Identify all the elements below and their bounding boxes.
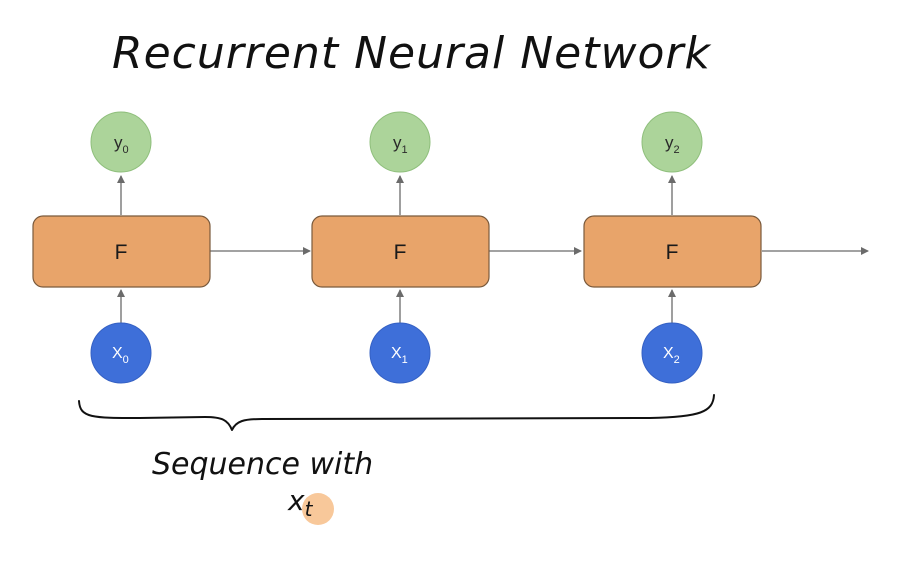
output-label: y2 [665,133,680,156]
output-label: y0 [114,133,129,156]
input-label: X1 [391,345,408,366]
input-node [90,322,152,384]
function-box [32,215,211,288]
function-label: F [115,241,128,264]
rnn-cell: F y2 X2 [583,111,762,384]
sequence-note: Sequence with [152,447,373,482]
input-label: X0 [112,345,129,366]
sequence-brace [78,394,715,431]
output-node [369,111,431,173]
output-node [90,111,152,173]
output-node [641,111,703,173]
function-label: F [394,241,407,264]
function-box [311,215,490,288]
input-label: X2 [663,345,680,366]
input-node [641,322,703,384]
function-box [583,215,762,288]
function-label: F [666,241,679,264]
input-node [369,322,431,384]
sequence-variable: xt [287,484,314,521]
output-label: y1 [393,133,408,156]
rnn-cell: F y0 X0 [32,111,211,384]
diagram-title: Recurrent Neural Network [112,28,711,79]
rnn-cell: F y1 X1 [311,111,490,384]
highlight-dot [302,493,334,525]
